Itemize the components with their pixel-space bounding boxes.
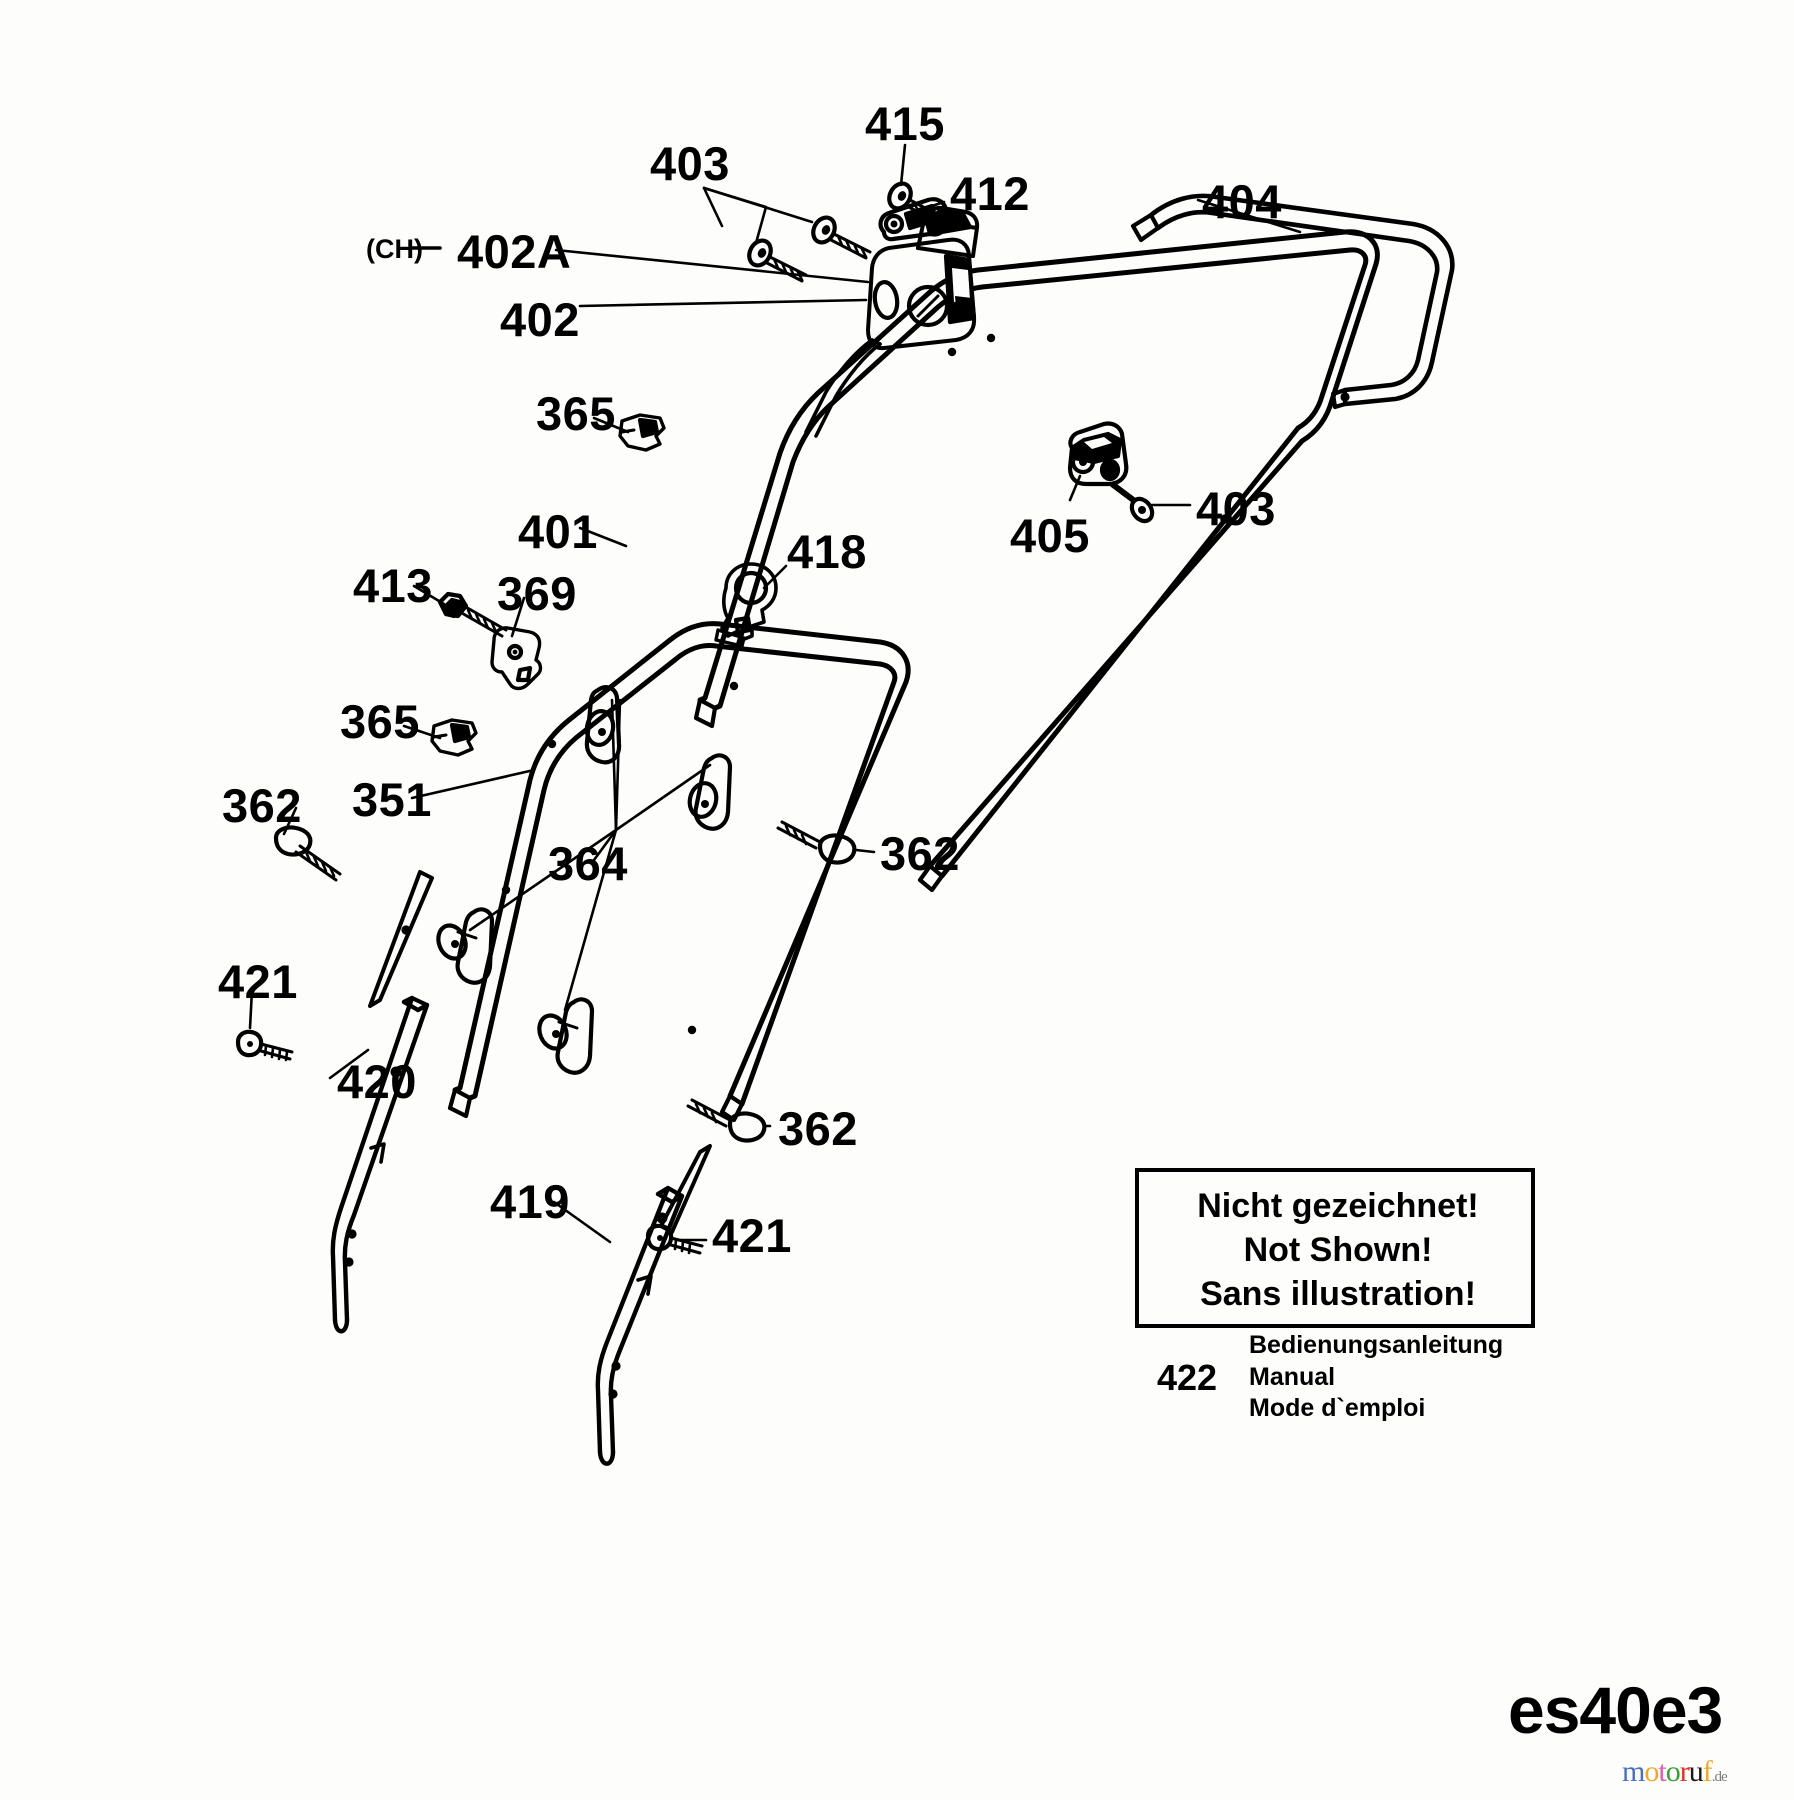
callout-362-lower: 362 [778,1102,858,1155]
not-shown-desc-de: Bedienungsanleitung [1249,1331,1504,1360]
model-code: es40e3 [1508,1673,1723,1747]
not-shown-item-descriptions: Bedienungsanleitung Manual Mode d`emploi [1249,1330,1503,1425]
callout-421-upper: 421 [218,955,298,1008]
not-shown-title-en: Not Shown! [1243,1231,1433,1270]
callout-418: 418 [787,525,867,578]
callout-369: 369 [497,567,577,620]
not-shown-title-de: Nicht gezeichnet! [1197,1187,1479,1225]
callout-ch-marker: (CH) [366,234,423,264]
not-shown-item-number: 422 [1157,1356,1218,1398]
callout-405: 405 [1010,509,1090,562]
callout-401: 401 [518,505,598,558]
callout-351: 351 [352,773,432,826]
not-shown-desc-en: Manual [1249,1362,1336,1391]
callout-415: 415 [865,97,945,150]
not-shown-box: Nicht gezeichnet! Not Shown! Sans illust… [1135,1168,1535,1422]
callout-365-lower: 365 [340,695,420,748]
callout-412: 412 [950,167,1030,220]
callout-362-middle: 362 [880,827,960,880]
not-shown-item-row: 422 Bedienungsanleitung Manual Mode d`em… [1139,1330,1531,1425]
callout-402A: 402A [457,225,572,278]
watermark-letters: motoruf [1622,1755,1713,1788]
callout-403-upper: 403 [650,137,730,190]
callout-421-lower: 421 [712,1209,792,1262]
callout-403-right: 403 [1196,482,1276,535]
callout-402: 402 [500,293,580,346]
callout-365-upper: 365 [536,387,616,440]
callout-362-upper-left: 362 [222,779,302,832]
callout-364: 364 [548,837,628,890]
callout-419: 419 [490,1175,570,1228]
callout-404: 404 [1202,175,1282,228]
watermark-suffix: .de [1711,1769,1728,1785]
motoruf-watermark: motoruf.de [1622,1755,1728,1788]
not-shown-title-fr: Sans illustration! [1200,1275,1476,1314]
not-shown-desc-fr: Mode d`emploi [1249,1394,1426,1423]
callout-413: 413 [353,559,433,612]
callout-420: 420 [337,1055,417,1108]
